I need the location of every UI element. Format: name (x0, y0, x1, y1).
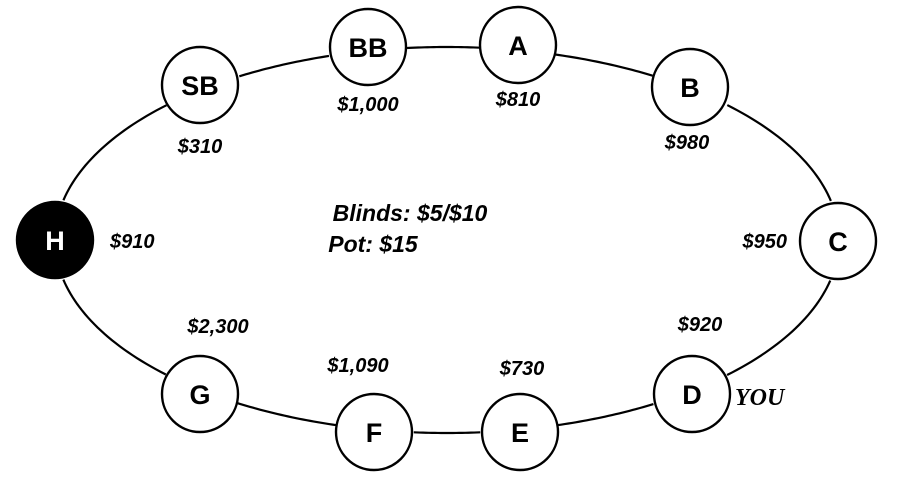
stack-amount-e: $730 (499, 358, 545, 380)
stack-amount-g: $2,300 (186, 316, 248, 338)
seat-label-h: H (45, 226, 65, 256)
seat-circle-sb[interactable] (160, 45, 240, 125)
seat-c[interactable]: C (798, 201, 878, 281)
seat-circle-a[interactable] (478, 5, 558, 85)
seat-circle-b[interactable] (650, 47, 730, 127)
ring-segment-c-d (726, 280, 832, 377)
stack-amount-f: $1,090 (326, 355, 388, 377)
seat-label-bb: BB (349, 33, 388, 63)
seat-label-f: F (366, 418, 383, 448)
seat-circle-f[interactable] (334, 392, 414, 472)
ring-segment-g-h (62, 279, 167, 376)
ring-segment-h-sb (62, 104, 168, 201)
seat-bb[interactable]: BB (328, 7, 408, 87)
ring-segment-bb-a (405, 45, 480, 50)
stack-amount-bb: $1,000 (336, 94, 398, 116)
ring-segment-d-e (557, 403, 654, 427)
seat-label-a: A (508, 31, 528, 61)
seat-label-c: C (828, 227, 848, 257)
seat-label-e: E (511, 418, 529, 448)
seat-e[interactable]: E (480, 392, 560, 472)
stack-amount-c: $950 (742, 231, 788, 253)
seat-circle-h[interactable] (15, 200, 95, 280)
table-ring (62, 45, 832, 435)
seat-label-b: B (680, 73, 700, 103)
ring-segment-b-c (726, 104, 832, 202)
seat-layer: H SB BB A B C D E F G (15, 5, 878, 472)
seat-sb[interactable]: SB (160, 45, 240, 125)
ring-segment-a-b (554, 53, 653, 77)
seat-circle-c[interactable] (798, 201, 878, 281)
stack-amount-b: $980 (664, 132, 710, 154)
seat-d[interactable]: D (652, 354, 732, 434)
ring-segment-sb-bb (238, 54, 330, 78)
seat-label-sb: SB (181, 71, 219, 101)
seat-b[interactable]: B (650, 47, 730, 127)
seat-label-g: G (189, 380, 210, 410)
stack-amount-a: $810 (495, 89, 541, 111)
seat-label-d: D (682, 380, 702, 410)
seat-circle-g[interactable] (160, 354, 240, 434)
seat-circle-e[interactable] (480, 392, 560, 472)
seat-a[interactable]: A (478, 5, 558, 85)
seat-h[interactable]: H (15, 200, 95, 280)
ring-segment-f-g (235, 401, 337, 427)
seat-circle-bb[interactable] (328, 7, 408, 87)
seat-g[interactable]: G (160, 354, 240, 434)
stack-amount-h: $910 (109, 231, 155, 253)
ring-segment-e-f (413, 431, 481, 435)
stack-amount-d: $920 (677, 314, 723, 336)
blinds-text: Blinds: $5/$10 (333, 200, 488, 226)
stack-label-layer: $910 $310 $1,000 $810 $980 $950 $920 $730 $1,090… (109, 89, 787, 380)
stack-amount-sb: $310 (177, 136, 223, 158)
hero-you-marker: YOU (735, 385, 786, 411)
seat-circle-d[interactable] (652, 354, 732, 434)
pot-text: Pot: $15 (328, 231, 419, 257)
seat-f[interactable]: F (334, 392, 414, 472)
